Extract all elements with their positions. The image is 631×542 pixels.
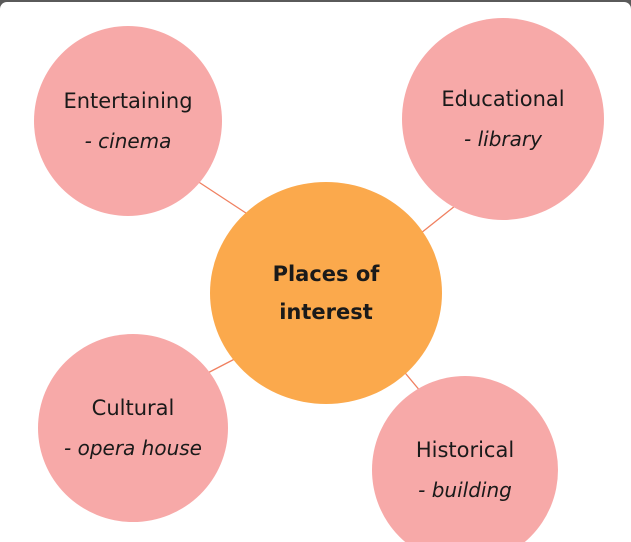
node-title: Educational — [441, 87, 565, 111]
node-center-places-of-interest: Places of interest — [210, 182, 442, 404]
node-example: - library — [464, 127, 542, 151]
node-educational: Educational - library — [402, 18, 604, 220]
node-cultural: Cultural - opera house — [38, 334, 228, 522]
node-historical: Historical - building — [372, 376, 558, 542]
node-title: Entertaining — [63, 89, 193, 113]
center-title-line1: Places of — [272, 262, 380, 286]
node-title: Historical — [415, 438, 515, 462]
node-entertaining: Entertaining - cinema — [34, 26, 222, 216]
node-example: - opera house — [64, 436, 202, 460]
center-title-line2: interest — [279, 300, 373, 324]
node-title: Cultural — [91, 396, 175, 420]
node-example: - building — [418, 478, 512, 502]
node-example: - cinema — [84, 129, 172, 153]
